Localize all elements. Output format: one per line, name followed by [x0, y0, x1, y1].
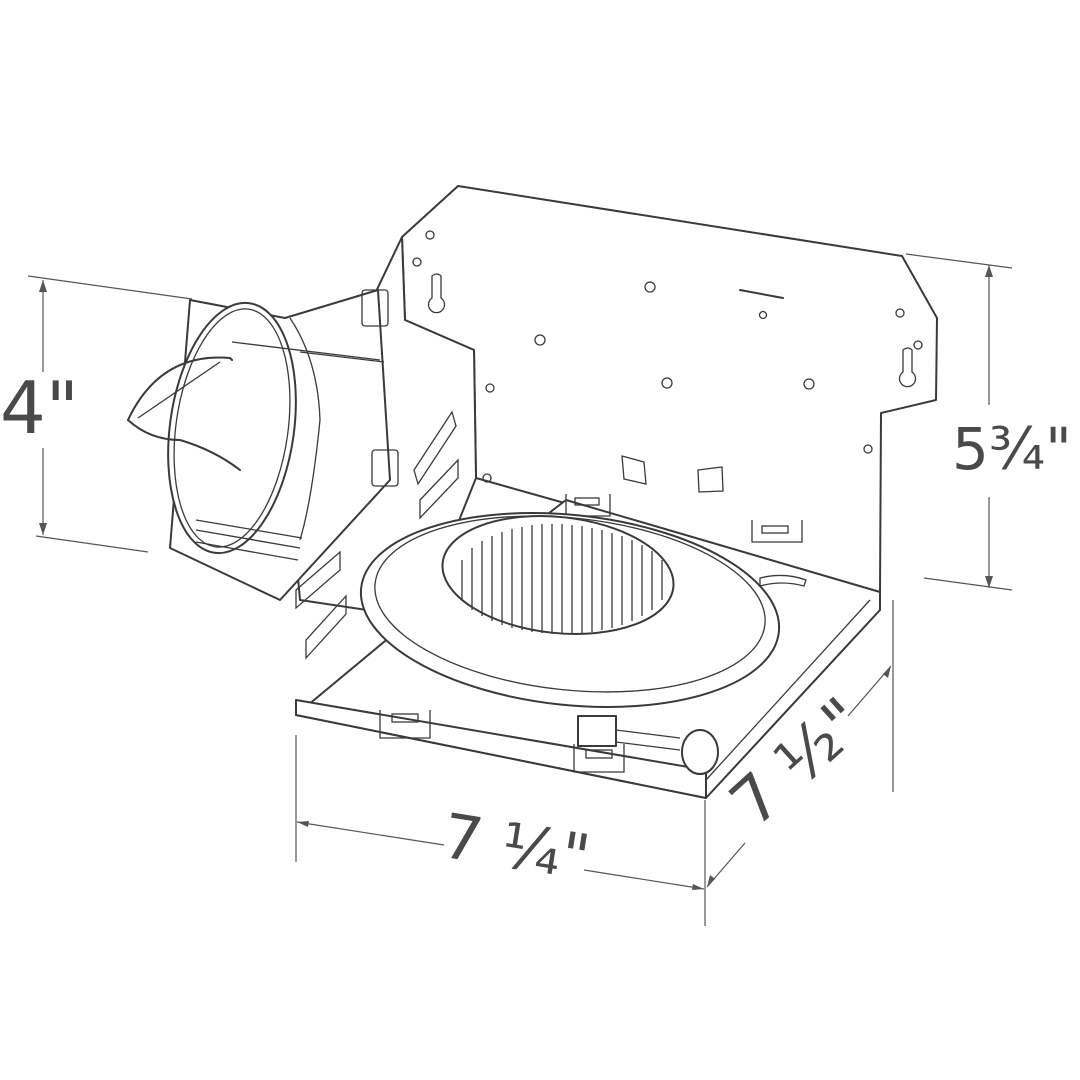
dimension-lines: [27, 253, 1013, 926]
keyhole-slot-right: [898, 347, 917, 388]
blower-assembly: [359, 512, 781, 708]
damper-flap: [127, 356, 233, 421]
mounting-tab: [751, 520, 803, 543]
mounting-tab: [379, 710, 431, 739]
electrical-connector: [577, 574, 807, 775]
dimension-label-duct-height: 4": [0, 366, 79, 450]
mounting-tab: [573, 744, 625, 773]
duct-connector: [127, 289, 399, 601]
blower-wheel-blades: [461, 524, 663, 634]
dimension-label-housing-height: 5¾": [952, 415, 1072, 483]
motor-plug: [681, 729, 719, 775]
keyhole-slot-left: [427, 273, 446, 314]
